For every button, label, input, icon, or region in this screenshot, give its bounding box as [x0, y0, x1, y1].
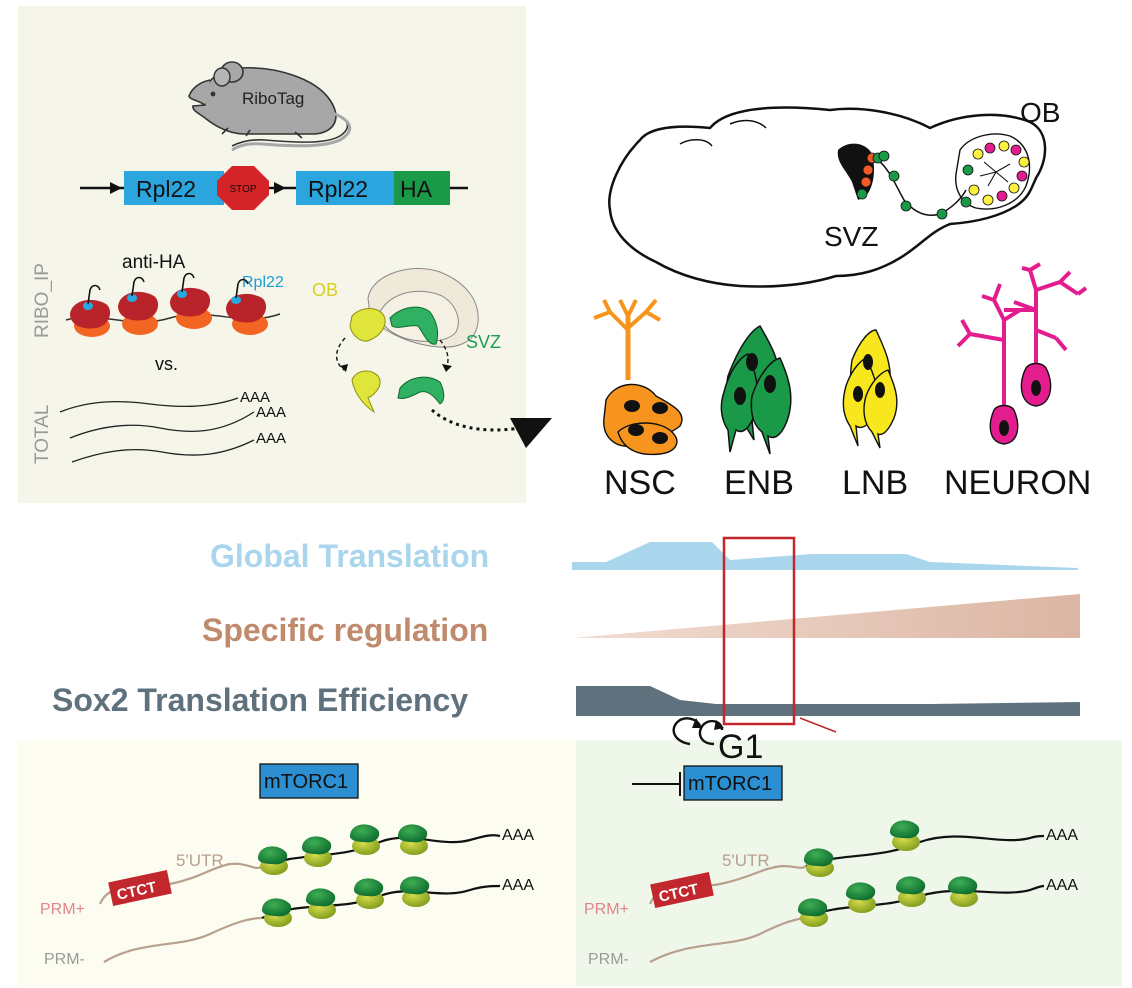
rpl22-box-2	[296, 171, 394, 205]
total-polya-2: AAA	[256, 404, 286, 421]
cell-cycle-icon	[672, 717, 724, 746]
construct-stop: STOP	[229, 184, 256, 195]
slice-svz-label: SVZ	[466, 332, 501, 352]
highlight-pointer	[799, 717, 837, 733]
transition-highlight-box	[722, 536, 796, 726]
construct-tag: HA	[400, 176, 433, 202]
cell-label-enb: ENB	[724, 464, 794, 502]
mtorc1-box-left	[259, 763, 359, 799]
slice-ob-label: OB	[312, 280, 338, 300]
ha-tag-box	[394, 171, 450, 205]
mouse-label: RiboTag	[242, 89, 304, 108]
cell-label-nsc: NSC	[604, 464, 676, 502]
lnb-cell-icon	[842, 329, 898, 449]
enb-cell-icon	[720, 325, 792, 455]
bottom-right-panel-bg	[576, 740, 1122, 986]
prm-plus-label-left: PRM+	[40, 901, 85, 918]
stop-octagon	[217, 166, 269, 210]
sagittal-brain-icon	[608, 106, 1047, 288]
total-polya-1: AAA	[240, 389, 270, 406]
mouse-icon	[188, 61, 352, 152]
mtorc1-label-right: mTORC1	[688, 773, 772, 795]
neuron-bodies	[989, 362, 1052, 445]
prm-plus-label-right: PRM+	[584, 901, 629, 918]
sagittal-ob-label: OB	[1020, 97, 1060, 128]
rpl22-box-1	[124, 171, 224, 205]
polya-bottom-right: AAA	[1046, 877, 1078, 894]
rpl22-label: Rpl22	[242, 274, 284, 291]
ribosomes-left	[258, 824, 430, 927]
polya-top-right: AAA	[1046, 827, 1078, 844]
ribo-ip-side-label: RIBO_IP	[32, 263, 53, 338]
ribosome-ip-group	[65, 272, 281, 337]
nsc-cell-icon	[593, 298, 683, 456]
cell-label-neuron: NEURON	[944, 464, 1091, 502]
utr-label-left: 5'UTR	[176, 851, 224, 870]
gene-construct	[80, 166, 468, 210]
g1-label: G1	[718, 728, 763, 766]
anti-ha-label: anti-HA	[122, 252, 186, 273]
ctct-motif-right	[650, 872, 714, 908]
prm-minus-label-right: PRM-	[588, 951, 629, 968]
total-side-label: TOTAL	[32, 405, 53, 464]
specific-regulation-label: Specific regulation	[202, 612, 489, 648]
global-translation-label: Global Translation	[210, 538, 490, 574]
ribosomes-right	[798, 820, 978, 927]
prm-minus-label-left: PRM-	[44, 951, 85, 968]
specific-regulation-track	[572, 594, 1080, 638]
construct-gene1: Rpl22	[136, 176, 196, 202]
cell-label-lnb: LNB	[842, 464, 908, 502]
ctct-motif-left	[108, 870, 172, 906]
mtorc1-box-right	[683, 765, 783, 801]
utr-label-right: 5'UTR	[722, 851, 770, 870]
sagittal-svz-label: SVZ	[824, 221, 878, 252]
mtorc1-label-left: mTORC1	[264, 771, 348, 793]
construct-gene2: Rpl22	[308, 176, 368, 202]
polya-top-left: AAA	[502, 827, 534, 844]
polya-bottom-left: AAA	[502, 877, 534, 894]
total-polya-3: AAA	[256, 430, 286, 447]
vs-label: vs.	[155, 354, 178, 374]
global-translation-track	[572, 542, 1078, 570]
neuron-cell-icon	[956, 262, 1088, 410]
sox2-te-label: Sox2 Translation Efficiency	[52, 682, 469, 718]
sox2-te-track	[576, 686, 1080, 716]
mrna-total-group	[59, 397, 255, 463]
brain-slices-icon	[335, 268, 552, 448]
